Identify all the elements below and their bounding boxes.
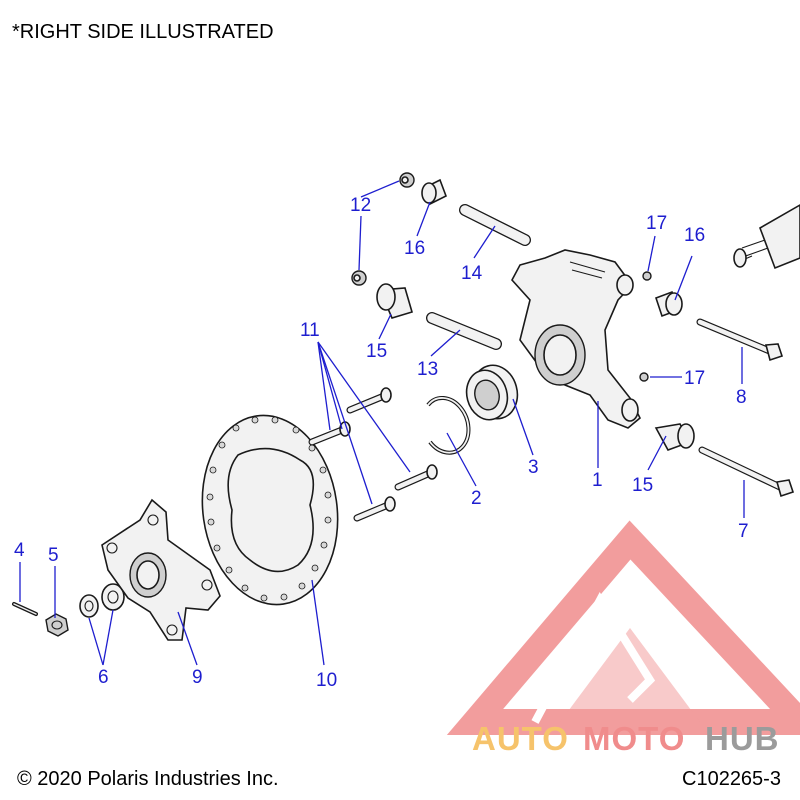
callout-9: 9 (192, 667, 203, 688)
callout-13: 13 (417, 359, 438, 380)
watermark-logo (446, 520, 800, 735)
callout-11: 11 (300, 320, 320, 341)
part-cotter-pin (12, 602, 38, 616)
callout-14: 14 (461, 263, 483, 284)
callout-16-upper: 16 (404, 238, 425, 259)
callout-15-lower: 15 (632, 475, 653, 496)
callout-1: 1 (592, 470, 603, 491)
part-castle-nut (45, 613, 69, 637)
part-knuckle (511, 249, 641, 429)
callout-7: 7 (738, 521, 749, 542)
part-large-bushings (376, 283, 695, 451)
part-brake-rotor (201, 414, 339, 606)
part-bolt-lower (698, 446, 795, 498)
callout-2: 2 (471, 488, 482, 509)
callout-3: 3 (528, 457, 539, 478)
callout-17-upper: 17 (646, 213, 667, 234)
leader-lines (19, 180, 745, 666)
part-bearing (465, 364, 519, 421)
part-retaining-ring (426, 395, 471, 455)
part-washers (79, 583, 125, 618)
callout-17-lower: 17 (684, 368, 705, 389)
part-pin-upper (459, 204, 531, 246)
reference-axle-shaft (733, 204, 800, 270)
part-small-bushings (351, 172, 415, 286)
callout-15-upper: 15 (366, 341, 387, 362)
watermark-hub: HUB (705, 720, 780, 757)
callout-8: 8 (736, 387, 747, 408)
part-bolts (308, 387, 438, 522)
copyright-notice: © 2020 Polaris Industries Inc. (17, 768, 279, 790)
illustration-note: *RIGHT SIDE ILLUSTRATED (12, 21, 274, 43)
part-wheel-hub (101, 498, 221, 641)
part-grease-fittings (639, 271, 652, 382)
callout-4: 4 (14, 540, 25, 561)
part-pin-lower (426, 312, 502, 350)
part-bolt-upper (696, 318, 784, 362)
callout-6: 6 (98, 667, 109, 688)
figure-code: C102265-3 (682, 768, 781, 790)
callout-10: 10 (316, 670, 337, 691)
callout-labels: 4 5 6 9 10 11 2 3 1 12 16 14 15 13 17 16… (14, 195, 749, 691)
watermark-auto: AUTO (472, 720, 569, 757)
watermark-moto: MOTO (583, 720, 685, 757)
callout-12: 12 (350, 195, 371, 216)
callout-16-lower: 16 (684, 225, 705, 246)
callout-5: 5 (48, 545, 59, 566)
